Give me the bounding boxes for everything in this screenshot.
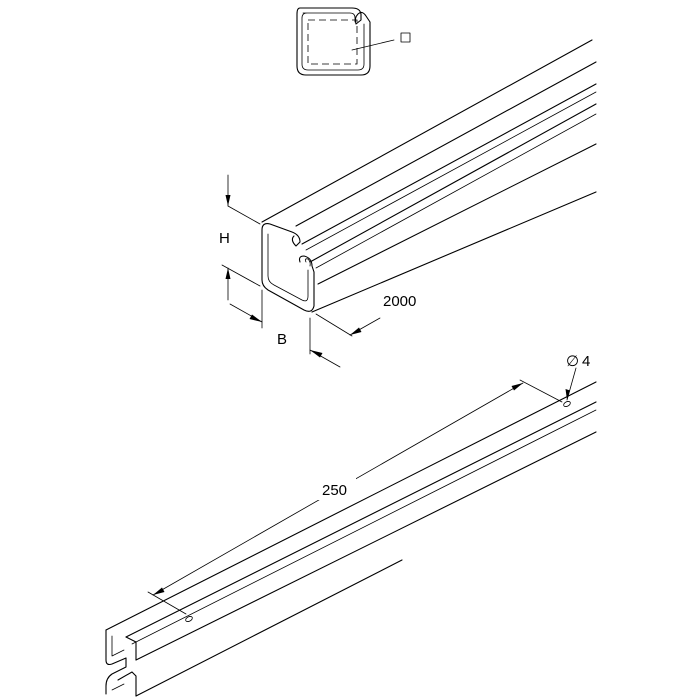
duct-isometric-view	[261, 39, 597, 313]
height-arrow-icon	[225, 268, 231, 279]
height-label: H	[219, 230, 230, 247]
spacing-arrow-icon	[511, 383, 523, 391]
diameter-arrow-icon	[565, 389, 570, 400]
dimension-width: B	[229, 289, 341, 368]
section-square-marker-icon	[400, 32, 411, 43]
dimension-height: H	[219, 174, 261, 301]
length-label: 2000	[383, 293, 416, 310]
duct-base-isometric-view	[105, 381, 597, 697]
height-arrow-icon	[225, 195, 231, 206]
width-arrow-icon	[249, 314, 262, 322]
mounting-hole-icon	[563, 401, 571, 407]
spacing-label: 250	[322, 482, 347, 499]
mounting-hole-icon	[185, 616, 193, 622]
section-inner-dashed-outline	[307, 19, 358, 65]
length-arrow-icon	[350, 327, 362, 335]
cross-section-view	[296, 7, 411, 76]
dimension-hole-spacing: 250	[147, 379, 563, 615]
dimension-hole-diameter: ∅ 4	[565, 353, 590, 401]
width-arrow-icon	[310, 350, 323, 358]
dimension-length: 2000	[315, 293, 416, 337]
section-leader-line	[351, 39, 395, 51]
diameter-symbol-label: ∅	[566, 353, 579, 370]
diameter-value-label: 4	[582, 353, 590, 370]
width-label: B	[277, 331, 287, 348]
spacing-arrow-icon	[153, 587, 165, 595]
